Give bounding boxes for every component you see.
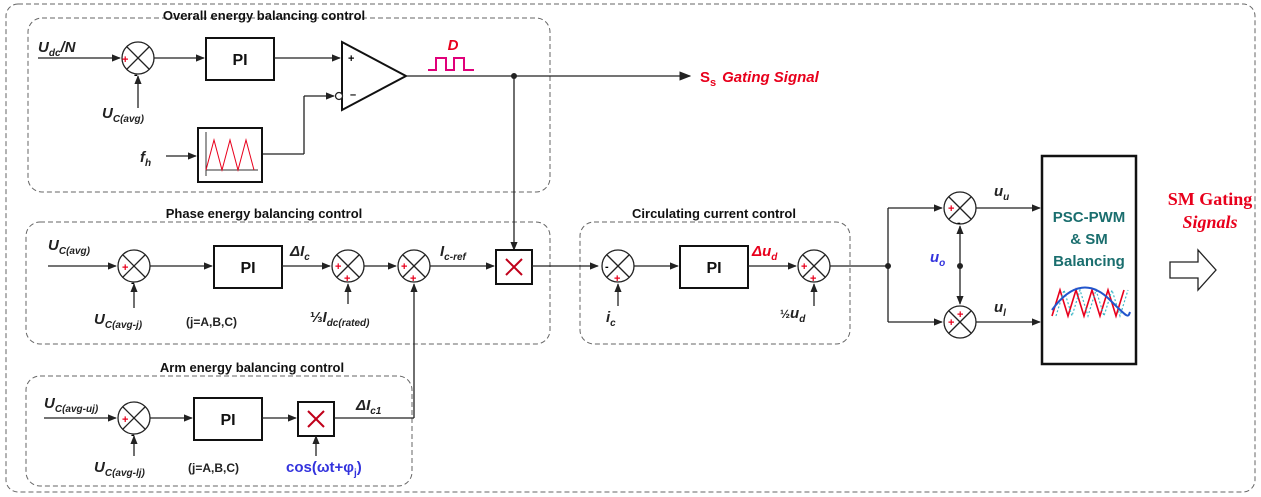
svg-text:+: + xyxy=(335,261,341,273)
ucavg-label-overall: UC(avg) xyxy=(102,105,145,125)
group-phase-title: Phase energy balancing control xyxy=(166,206,363,221)
svg-text:+: + xyxy=(801,261,807,273)
comparator: + – xyxy=(334,40,409,112)
svg-text:+: + xyxy=(948,317,954,329)
group-overall-box xyxy=(27,17,551,193)
pi-label-phase: PI xyxy=(240,260,255,277)
d-label: D xyxy=(448,37,459,54)
sum-junction-phase-2: + + xyxy=(331,249,365,285)
pi-block-overall xyxy=(205,37,275,81)
svg-text:-: - xyxy=(957,217,961,229)
udc-input-label: Udc/N xyxy=(38,39,77,59)
pwm-waveform-icon xyxy=(1051,286,1131,319)
delta-ic-label: ΔIc xyxy=(289,243,310,263)
fh-label: fh xyxy=(140,149,151,169)
ucavg-input-phase: UC(avg) xyxy=(48,237,91,257)
cos-label: cos(ωt+φj) xyxy=(286,459,362,479)
group-arm-box xyxy=(25,375,413,487)
svg-text:Balancing: Balancing xyxy=(1053,253,1125,270)
third-idc-label: ⅓Idc(rated) xyxy=(310,309,370,329)
sm-gating-line2: Signals xyxy=(1182,212,1237,232)
svg-text:-: - xyxy=(605,261,609,273)
group-circulating-title: Circulating current control xyxy=(632,206,796,221)
pulse-icon xyxy=(428,57,474,71)
uu-label: uu xyxy=(994,183,1009,203)
group-phase-box xyxy=(25,221,551,345)
svg-text:+: + xyxy=(948,203,954,215)
svg-text:+: + xyxy=(348,53,354,65)
j-abc-label-arm: (j=A,B,C) xyxy=(188,461,239,475)
sum-junction-arm: + - xyxy=(117,401,151,441)
svg-text:+: + xyxy=(410,273,416,285)
sum-junction-upper: + - xyxy=(943,191,977,229)
svg-text:& SM: & SM xyxy=(1070,231,1108,248)
group-overall-title: Overall energy balancing control xyxy=(163,8,365,23)
svg-text:+: + xyxy=(614,273,620,285)
sum-junction-phase: + - xyxy=(117,249,151,289)
sum-junction-phase-3: + + xyxy=(397,249,431,285)
j-abc-label-phase: (j=A,B,C) xyxy=(186,315,237,329)
pi-block-arm xyxy=(193,397,263,441)
svg-text:-: - xyxy=(134,69,138,81)
delta-ud-label: Δud xyxy=(751,243,778,263)
half-ud-label: ½ud xyxy=(780,305,806,325)
sum-junction-circ: - + xyxy=(601,249,635,285)
pi-block-phase xyxy=(213,245,283,289)
svg-text:+: + xyxy=(122,54,128,66)
icref-label: Ic-ref xyxy=(440,243,468,263)
group-arm-title: Arm energy balancing control xyxy=(160,360,344,375)
pi-label-overall: PI xyxy=(232,52,247,69)
pi-block-circ xyxy=(679,245,749,289)
psc-pwm-block: PSC-PWM & SM Balancing xyxy=(1040,154,1138,366)
svg-text:+: + xyxy=(122,262,128,274)
outer-border xyxy=(5,3,1256,493)
svg-text:+: + xyxy=(344,273,350,285)
ucavg-uj-label: UC(avg-uj) xyxy=(44,395,99,415)
sum-junction-circ-2: + + xyxy=(797,249,831,285)
ucavg-j-label: UC(avg-j) xyxy=(94,311,143,331)
svg-text:–: – xyxy=(350,89,356,101)
svg-text:-: - xyxy=(131,277,135,289)
triangle-carrier-block xyxy=(197,127,263,183)
ic-label: ic xyxy=(606,309,616,329)
output-arrow-icon xyxy=(1169,248,1217,292)
svg-text:+: + xyxy=(957,309,963,321)
sum-junction-lower: + + xyxy=(943,305,977,339)
svg-text:+: + xyxy=(122,414,128,426)
multiplier-arm xyxy=(297,401,335,437)
pi-label-circ: PI xyxy=(706,260,721,277)
uo-label: uo xyxy=(930,249,945,269)
pi-label-arm: PI xyxy=(220,412,235,429)
svg-text:+: + xyxy=(810,273,816,285)
svg-text:-: - xyxy=(131,429,135,441)
multiplier-phase xyxy=(495,249,533,285)
ul-label: ul xyxy=(994,299,1006,319)
ucavg-lj-label: UC(avg-lj) xyxy=(94,459,146,479)
group-circulating-box xyxy=(579,221,851,345)
svg-text:+: + xyxy=(401,261,407,273)
sm-gating-line1: SM Gating xyxy=(1168,189,1253,209)
sum-junction-overall: + - xyxy=(121,41,155,81)
svg-text:PSC-PWM: PSC-PWM xyxy=(1053,209,1126,226)
delta-ic1-label: ΔIc1 xyxy=(355,397,382,417)
